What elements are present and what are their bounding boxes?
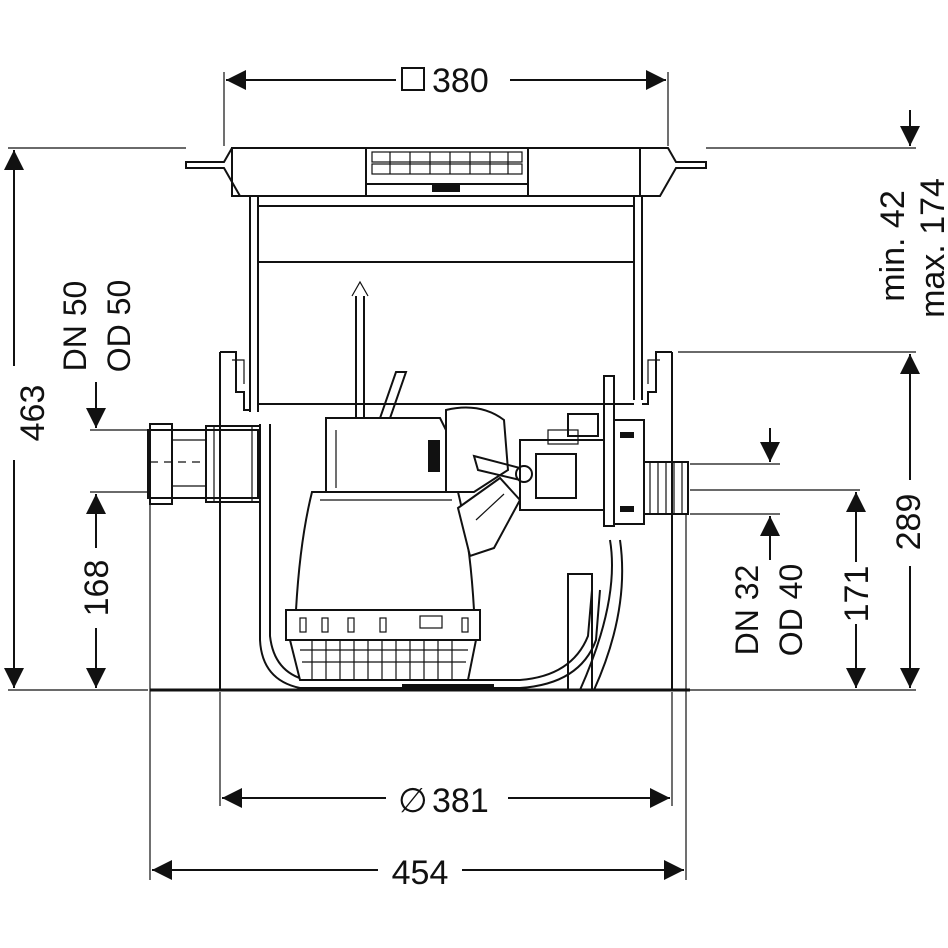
dim-body-diameter: 381 <box>432 782 489 820</box>
extension-shaft <box>220 196 672 412</box>
dimension-lines <box>4 70 920 880</box>
diameter-symbol-icon: ∅ <box>398 782 428 820</box>
grating-insert <box>365 147 529 192</box>
inlet-pipe <box>147 423 261 505</box>
square-symbol-icon <box>401 67 425 91</box>
dim-inlet-height: 168 <box>78 560 116 617</box>
dim-total-height: 463 <box>14 385 52 442</box>
outlet-pipe-od: OD 40 <box>773 564 809 656</box>
outlet-pipe-dn: DN 32 <box>729 565 765 656</box>
strainer-grid <box>300 640 468 680</box>
inlet-pipe-od: OD 50 <box>101 280 137 372</box>
inlet-pipe-dn: DN 50 <box>57 281 93 372</box>
dim-body-height: 289 <box>890 494 928 551</box>
sump-body <box>150 352 690 692</box>
dim-outlet-height: 171 <box>838 566 876 623</box>
outlet-pipe <box>603 375 689 527</box>
cover-frame <box>185 147 707 197</box>
dim-adjust-min: min. 42 <box>874 190 912 302</box>
dim-overall-width: 454 <box>392 854 449 892</box>
dimension-labels: 380 463 DN 50 OD 50 168 min. 42 max. 174… <box>14 62 948 892</box>
pump-foot-slots <box>299 615 469 633</box>
dim-adjust-max: max. 174 <box>914 178 948 318</box>
dim-top-width: 380 <box>432 62 489 100</box>
pump <box>285 280 605 681</box>
